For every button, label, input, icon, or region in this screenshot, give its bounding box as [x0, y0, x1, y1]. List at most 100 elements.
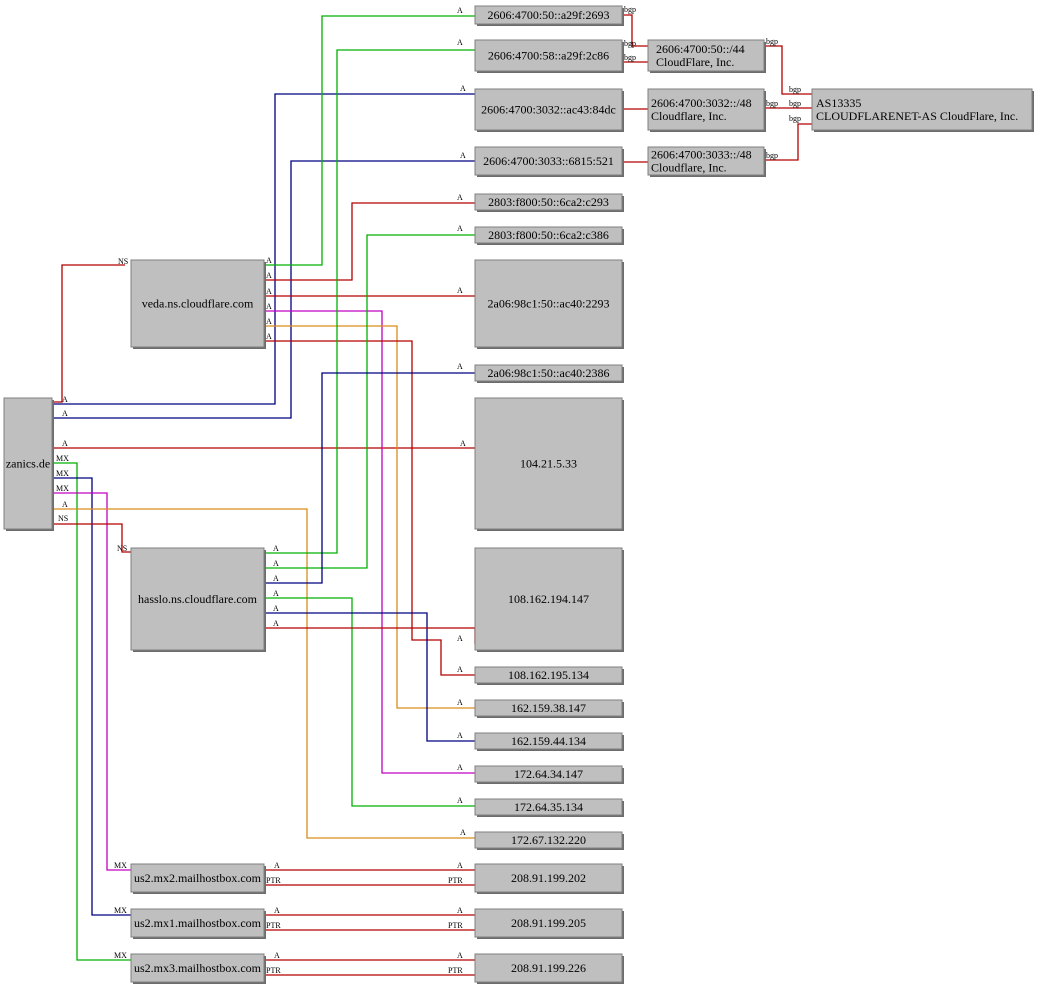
node-label: 208.91.199.205 [511, 916, 586, 930]
edge-veda-ip6e: AA [264, 193, 475, 281]
edge-line [764, 45, 812, 95]
node-label: 104.21.5.33 [520, 457, 577, 471]
node-ip4f[interactable]: 172.64.34.147 [474, 765, 624, 784]
node-box [474, 259, 623, 348]
node-label: 208.91.199.226 [511, 961, 586, 975]
node-ip4g[interactable]: 172.64.35.134 [474, 798, 624, 817]
edge-label: MX [56, 484, 69, 493]
edge-label: A [457, 362, 463, 371]
edge-line [764, 123, 812, 161]
node-ip6f[interactable]: 2803:f800:50::6ca2:c386 [474, 226, 624, 245]
node-box [474, 666, 623, 684]
node-label: 108.162.194.147 [508, 592, 589, 606]
edge-label: bgp [789, 85, 801, 94]
node-box [647, 88, 765, 131]
edge-label: A [457, 193, 463, 202]
node-ip4c[interactable]: 108.162.195.134 [474, 666, 624, 685]
edge-label: PTR [448, 966, 463, 975]
edge-label: A [266, 287, 272, 296]
node-ip4j[interactable]: 208.91.199.205 [474, 908, 624, 939]
node-ip4b[interactable]: 108.162.194.147 [474, 547, 624, 652]
edge-label: A [266, 271, 272, 280]
edge-label: A [457, 38, 463, 47]
node-ip4a[interactable]: 104.21.5.33 [474, 397, 624, 531]
node-ip6a[interactable]: 2606:4700:50::a29f:2693 [474, 5, 624, 26]
edge-hasslo-ip6b: AA [264, 38, 475, 554]
node-ip4i[interactable]: 208.91.199.202 [474, 863, 624, 894]
edge-line [264, 202, 475, 281]
node-label: us2.mx2.mailhostbox.com [134, 871, 262, 885]
node-ip4h[interactable]: 172.67.132.220 [474, 831, 624, 850]
edge-label: A [457, 286, 463, 295]
node-box [647, 146, 765, 176]
node-box [474, 863, 623, 893]
node-ip6d[interactable]: 2606:4700:3033::6815:521 [474, 146, 624, 177]
edge-label: A [266, 332, 272, 341]
node-box [474, 953, 623, 983]
node-ip6b[interactable]: 2606:4700:58::a29f:2c86 [474, 39, 624, 73]
node-box [474, 765, 623, 783]
edge-label: A [273, 574, 279, 583]
edge-line [52, 264, 125, 403]
node-ip6c[interactable]: 2606:4700:3032::ac43:84dc [474, 88, 624, 132]
edge-label: bgp [624, 5, 636, 14]
node-label: veda.ns.cloudflare.com [142, 297, 254, 311]
node-box [130, 863, 265, 893]
node-mx3[interactable]: us2.mx3.mailhostbox.com [130, 953, 266, 984]
node-label: 2606:4700:58::a29f:2c86 [488, 49, 609, 63]
edge-label: bgp [789, 99, 801, 108]
node-zanics[interactable]: zanics.de [3, 397, 54, 531]
node-ip6e[interactable]: 2803:f800:50::6ca2:c293 [474, 193, 624, 212]
edge-label: A [460, 84, 466, 93]
edge-zanics-mx3: MX MX [52, 454, 131, 961]
edge-label: A [62, 409, 68, 418]
edge-label: A [457, 665, 463, 674]
edge-line [52, 523, 131, 553]
node-ip4e[interactable]: 162.159.44.134 [474, 732, 624, 751]
node-ip6h[interactable]: 2a06:98c1:50::ac40:2386 [474, 364, 624, 383]
edge-line [52, 93, 475, 405]
node-box [474, 732, 623, 750]
edge-line [264, 310, 475, 774]
node-hasslo[interactable]: hasslo.ns.cloudflare.com [130, 547, 266, 652]
edge-line [264, 234, 475, 569]
node-label: 208.91.199.202 [511, 871, 586, 885]
edge-line [52, 492, 131, 871]
edge-label: A [274, 951, 280, 960]
node-label: 2606:4700:3033::6815:521 [483, 154, 614, 168]
edge-label: MX [114, 951, 127, 960]
edge-label: NS [118, 257, 128, 266]
node-ip4d[interactable]: 162.159.38.147 [474, 699, 624, 718]
edge-pfx44-as13335: bgp bgp [764, 37, 812, 95]
node-label: zanics.de [6, 457, 50, 471]
node-label: hasslo.ns.cloudflare.com [138, 592, 258, 606]
node-box [474, 397, 623, 530]
node-label: 108.162.195.134 [508, 668, 589, 682]
node-mx1[interactable]: us2.mx1.mailhostbox.com [130, 908, 266, 939]
edge-veda-ip4d: AA [264, 317, 475, 709]
node-veda[interactable]: veda.ns.cloudflare.com [130, 259, 266, 349]
node-ip4k[interactable]: 208.91.199.226 [474, 953, 624, 984]
edge-label: PTR [448, 921, 463, 930]
edge-label: bgp [766, 37, 778, 46]
edge-line [264, 627, 476, 644]
edge-label: NS [117, 544, 127, 553]
edge-hasslo-ip4g: AA [264, 589, 475, 807]
edge-hasslo-ip4b: AA [264, 619, 476, 644]
edge-label: A [457, 796, 463, 805]
edge-label: A [273, 589, 279, 598]
node-label: 2606:4700:3033::/48 [651, 148, 752, 162]
node-ip6g[interactable]: 2a06:98c1:50::ac40:2293 [474, 259, 624, 349]
edge-label: bgp [624, 53, 636, 62]
node-box [130, 908, 265, 938]
node-mx2[interactable]: us2.mx2.mailhostbox.com [130, 863, 266, 894]
edge-label: NS [58, 514, 68, 523]
